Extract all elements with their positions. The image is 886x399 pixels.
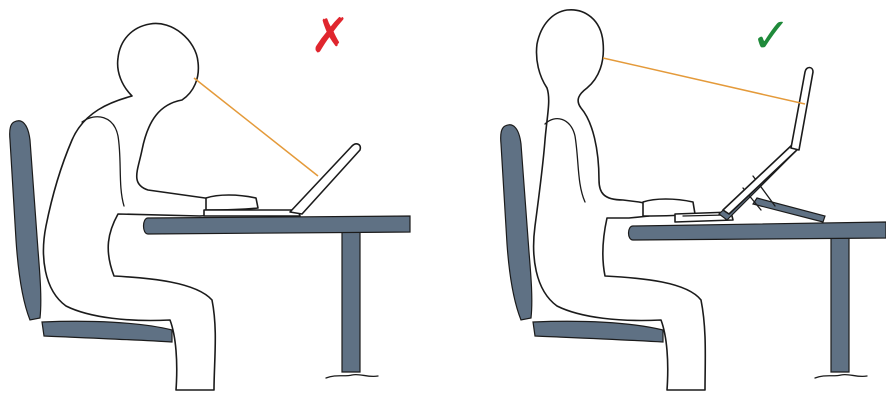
- laptop-base: [204, 210, 300, 216]
- incorrect-posture-drawing: ✗: [0, 0, 443, 399]
- hand: [206, 195, 258, 210]
- sightline: [194, 78, 318, 176]
- laptop-screen: [290, 144, 360, 214]
- chair-seat: [533, 321, 663, 342]
- sightline: [603, 58, 805, 104]
- desk-leg: [342, 232, 360, 372]
- laptop-screen: [791, 68, 813, 151]
- floor-line: [815, 375, 867, 378]
- cross-icon: ✗: [310, 8, 350, 64]
- desk-top: [144, 216, 411, 234]
- desk-top: [629, 222, 886, 240]
- chair-seat: [42, 321, 172, 342]
- chair-backrest: [501, 125, 532, 320]
- check-icon: ✓: [751, 8, 791, 64]
- desk-leg: [831, 238, 849, 372]
- incorrect-posture-panel: ✗: [0, 0, 443, 399]
- floor-line: [326, 375, 378, 378]
- laptop-stand-leg: [753, 198, 825, 222]
- correct-posture-panel: ✓: [443, 0, 886, 399]
- correct-posture-drawing: ✓: [443, 0, 886, 399]
- chair-backrest: [10, 121, 41, 320]
